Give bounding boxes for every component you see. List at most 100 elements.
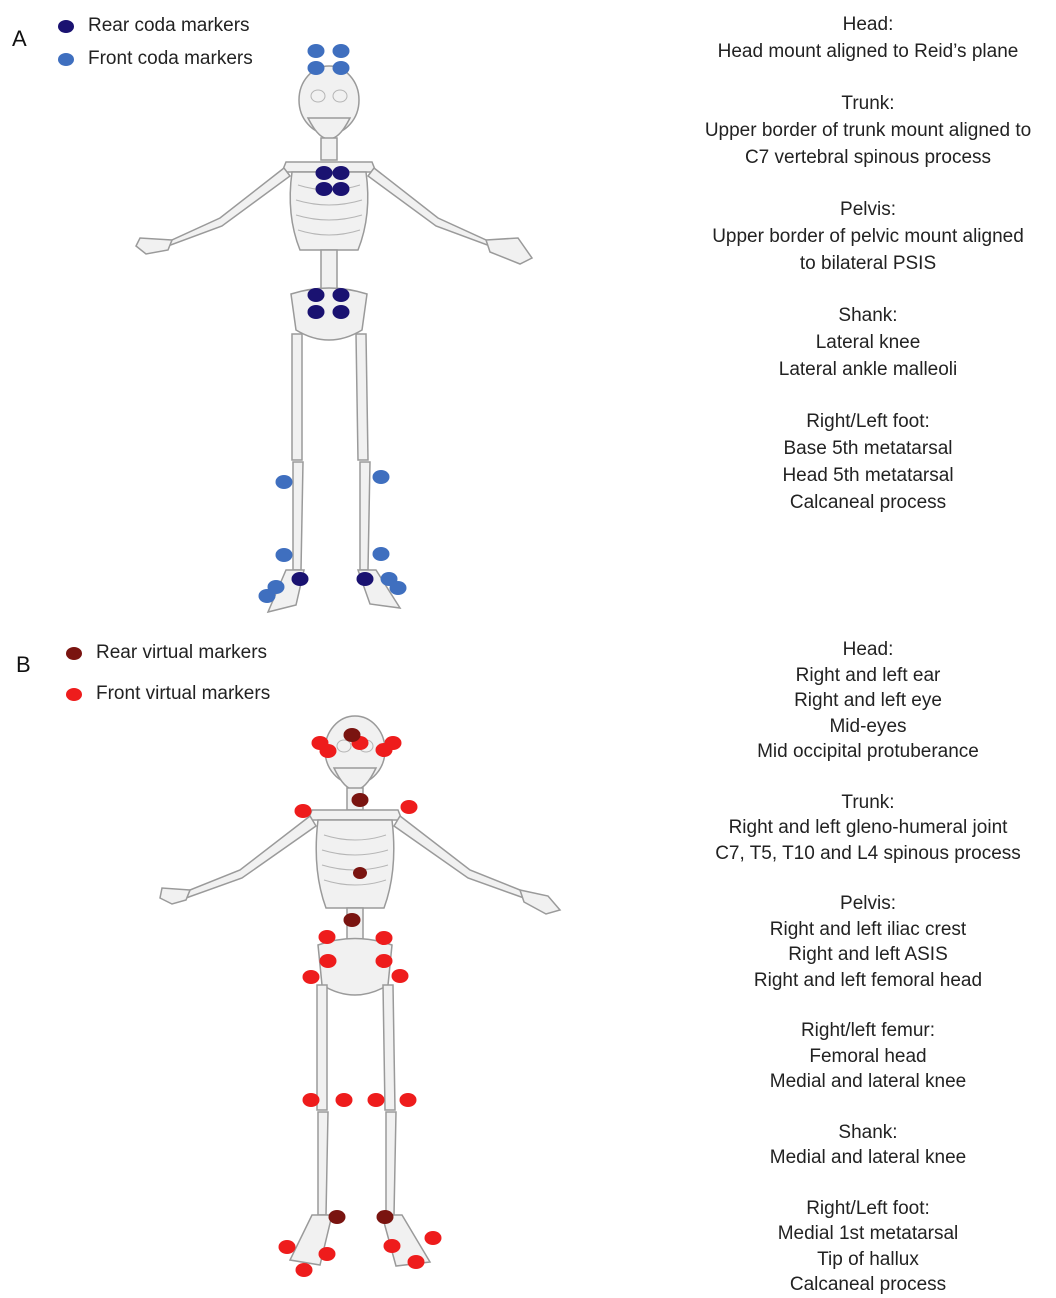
shoulder-marker: [295, 804, 312, 818]
calcaneal-marker: [377, 1210, 394, 1224]
desc-group-pelvis: Pelvis: Right and left iliac crest Right…: [668, 891, 1056, 993]
desc-group-femur: Right/left femur: Femoral head Medial an…: [668, 1018, 1056, 1095]
legend-rear-virtual: Rear virtual markers: [66, 642, 267, 664]
ankle-marker: [373, 547, 390, 561]
head-marker: [308, 61, 325, 75]
calcaneal-marker: [329, 1210, 346, 1224]
group-line: Right and left eye: [668, 688, 1056, 714]
pelvis-marker: [308, 305, 325, 319]
head-marker: [333, 61, 350, 75]
ankle-marker: [276, 548, 293, 562]
group-line: C7, T5, T10 and L4 spinous process: [668, 841, 1056, 867]
group-line: Medial and lateral knee: [668, 1069, 1056, 1095]
group-line: Calcaneal process: [668, 1272, 1056, 1298]
group-line: Base 5th metatarsal: [668, 435, 1056, 462]
panel-b-descriptions: Head: Right and left ear Right and left …: [668, 637, 1056, 1298]
trunk-marker: [316, 166, 333, 180]
foot-marker: [425, 1231, 442, 1245]
pelvis-marker: [308, 288, 325, 302]
group-heading: Trunk:: [668, 90, 1056, 117]
group-line: Medial and lateral knee: [668, 1145, 1056, 1171]
group-line: Mid occipital protuberance: [668, 739, 1056, 765]
rear-virtual-marker-swatch: [66, 647, 82, 660]
group-line: Mid-eyes: [668, 714, 1056, 740]
desc-group-foot: Right/Left foot: Medial 1st metatarsal T…: [668, 1196, 1056, 1298]
group-line: to bilateral PSIS: [668, 250, 1056, 277]
foot-marker: [279, 1240, 296, 1254]
shank-marker: [276, 475, 293, 489]
femoral-head-marker: [392, 969, 409, 983]
knee-marker: [336, 1093, 353, 1107]
group-line: Upper border of trunk mount aligned to: [668, 117, 1056, 144]
group-heading: Shank:: [668, 1120, 1056, 1146]
t10-marker: [353, 867, 367, 879]
group-heading: Shank:: [668, 302, 1056, 329]
group-line: C7 vertebral spinous process: [668, 144, 1056, 171]
group-line: Lateral knee: [668, 329, 1056, 356]
group-line: Tip of hallux: [668, 1247, 1056, 1273]
group-line: Right and left iliac crest: [668, 917, 1056, 943]
head-marker: [333, 44, 350, 58]
eye-marker: [320, 744, 337, 758]
shoulder-marker: [401, 800, 418, 814]
foot-marker: [384, 1239, 401, 1253]
pelvis-marker: [333, 288, 350, 302]
foot-marker: [357, 572, 374, 586]
iliac-crest-marker: [376, 931, 393, 945]
group-line: Femoral head: [668, 1044, 1056, 1070]
head-marker: [308, 44, 325, 58]
desc-group-shank: Shank: Lateral knee Lateral ankle malleo…: [668, 302, 1056, 383]
iliac-crest-marker: [319, 930, 336, 944]
c7-marker: [352, 793, 369, 807]
desc-group-trunk: Trunk: Upper border of trunk mount align…: [668, 90, 1056, 171]
knee-marker: [368, 1093, 385, 1107]
foot-marker: [390, 581, 407, 595]
group-line: Medial 1st metatarsal: [668, 1221, 1056, 1247]
group-line: Right and left gleno-humeral joint: [668, 815, 1056, 841]
group-line: Head mount aligned to Reid’s plane: [668, 38, 1056, 65]
desc-group-foot: Right/Left foot: Base 5th metatarsal Hea…: [668, 408, 1056, 516]
desc-group-pelvis: Pelvis: Upper border of pelvic mount ali…: [668, 196, 1056, 277]
legend-label: Rear virtual markers: [96, 642, 267, 664]
skeleton-figure-a: [0, 0, 600, 625]
asis-marker: [320, 954, 337, 968]
trunk-marker: [333, 182, 350, 196]
group-line: Lateral ankle malleoli: [668, 356, 1056, 383]
femoral-head-marker: [303, 970, 320, 984]
group-heading: Pelvis:: [668, 891, 1056, 917]
group-heading: Right/left femur:: [668, 1018, 1056, 1044]
desc-group-trunk: Trunk: Right and left gleno-humeral join…: [668, 790, 1056, 867]
trunk-marker: [333, 166, 350, 180]
group-line: Calcaneal process: [668, 489, 1056, 516]
occipital-marker: [344, 728, 361, 742]
knee-marker: [400, 1093, 417, 1107]
foot-marker: [296, 1263, 313, 1277]
foot-marker: [259, 589, 276, 603]
group-heading: Head:: [668, 637, 1056, 663]
group-heading: Right/Left foot:: [668, 408, 1056, 435]
desc-group-head: Head: Head mount aligned to Reid’s plane: [668, 11, 1056, 65]
panel-a-descriptions: Head: Head mount aligned to Reid’s plane…: [668, 11, 1056, 541]
trunk-marker: [316, 182, 333, 196]
group-heading: Pelvis:: [668, 196, 1056, 223]
asis-marker: [376, 954, 393, 968]
group-line: Upper border of pelvic mount aligned: [668, 223, 1056, 250]
desc-group-shank: Shank: Medial and lateral knee: [668, 1120, 1056, 1171]
group-heading: Head:: [668, 11, 1056, 38]
group-line: Head 5th metatarsal: [668, 462, 1056, 489]
shank-marker: [373, 470, 390, 484]
skeleton-figure-b: [0, 700, 600, 1297]
l4-marker: [344, 913, 361, 927]
desc-group-head: Head: Right and left ear Right and left …: [668, 637, 1056, 765]
panel-b-label: B: [16, 652, 31, 678]
eye-marker: [376, 743, 393, 757]
group-line: Right and left femoral head: [668, 968, 1056, 994]
foot-marker: [319, 1247, 336, 1261]
front-virtual-marker-swatch: [66, 688, 82, 701]
group-heading: Trunk:: [668, 790, 1056, 816]
group-line: Right and left ear: [668, 663, 1056, 689]
pelvis-marker: [333, 305, 350, 319]
group-line: Right and left ASIS: [668, 942, 1056, 968]
foot-marker: [408, 1255, 425, 1269]
foot-marker: [292, 572, 309, 586]
